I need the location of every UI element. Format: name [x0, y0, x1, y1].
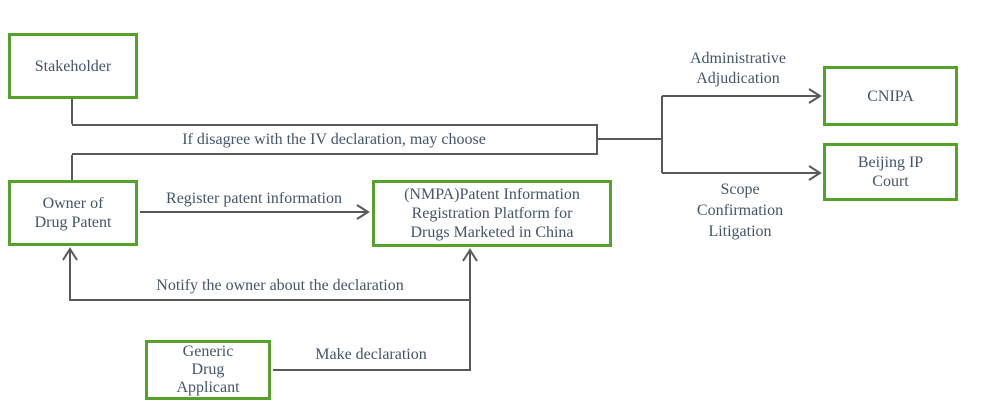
- node-cnipa-label: CNIPA: [867, 87, 914, 105]
- node-stakeholder: Stakeholder: [8, 33, 138, 99]
- choice-condition-box: If disagree with the IV declaration, may…: [72, 124, 598, 155]
- edge-label-administrative-adjudication: Administrative Adjudication: [690, 50, 786, 87]
- edge-label-make-declaration: Make declaration: [315, 346, 427, 363]
- node-court-label: Beijing IP Court: [857, 154, 924, 190]
- arrowhead-cnipa: [808, 88, 822, 104]
- node-nmpa-label: (NMPA)Patent Information Registration Pl…: [404, 186, 580, 241]
- node-owner-of-drug-patent: Owner of Drug Patent: [8, 180, 138, 246]
- node-nmpa-registration-platform: (NMPA)Patent Information Registration Pl…: [372, 180, 612, 247]
- edge-label-register-patent: Register patent information: [166, 190, 342, 207]
- arrowhead-notify: [62, 247, 78, 261]
- node-owner-label: Owner of Drug Patent: [34, 195, 112, 231]
- edge-label-scope-confirmation-litigation: Scope Confirmation Litigation: [696, 181, 784, 240]
- node-generic-label: Generic Drug Applicant: [176, 343, 240, 396]
- node-cnipa: CNIPA: [823, 66, 958, 126]
- arrowhead-make: [462, 248, 478, 262]
- edge-notify-owner: [69, 250, 470, 301]
- node-generic-drug-applicant: Generic Drug Applicant: [145, 340, 271, 400]
- edge-label-notify-owner: Notify the owner about the declaration: [156, 277, 404, 294]
- choice-condition-label: If disagree with the IV declaration, may…: [182, 130, 486, 148]
- node-stakeholder-label: Stakeholder: [34, 57, 112, 75]
- edge-make-declaration: [273, 251, 471, 371]
- node-beijing-ip-court: Beijing IP Court: [823, 143, 958, 201]
- arrowhead-court: [808, 165, 822, 181]
- arrowhead-register: [356, 204, 370, 220]
